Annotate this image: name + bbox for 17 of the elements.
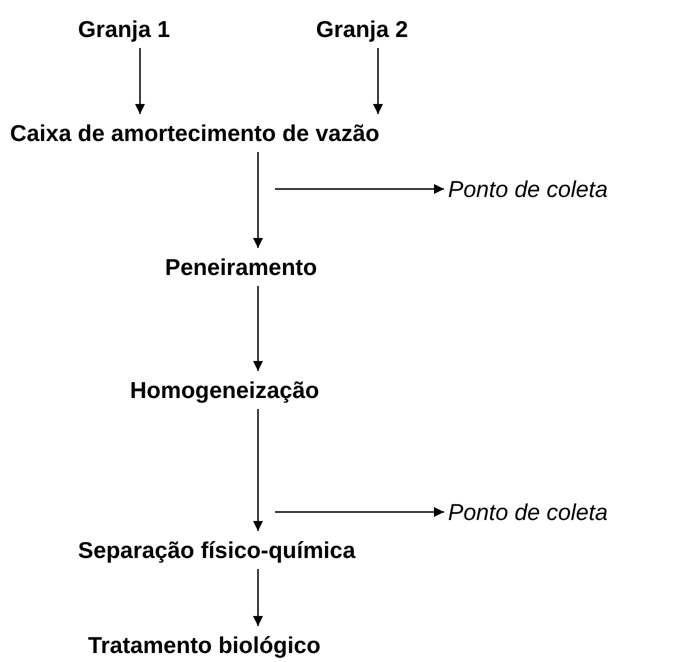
arrow	[135, 48, 145, 114]
process-step-label: Separação físico-química	[78, 537, 356, 563]
arrow	[253, 152, 263, 248]
arrow	[253, 569, 263, 626]
process-step-label: Caixa de amortecimento de vazão	[10, 120, 380, 146]
sampling-point-label: Ponto de coleta	[448, 499, 608, 525]
process-step-label: Homogeneização	[130, 377, 320, 403]
arrow	[373, 48, 383, 114]
arrow	[253, 409, 263, 531]
sampling-point-label: Ponto de coleta	[448, 176, 608, 202]
process-step-label: Peneiramento	[165, 254, 318, 280]
process-step-label: Granja 2	[316, 16, 408, 42]
arrow	[253, 286, 263, 371]
arrow	[275, 184, 444, 194]
process-step-label: Tratamento biológico	[88, 632, 321, 658]
process-step-label: Granja 1	[78, 16, 170, 42]
arrow	[275, 507, 444, 517]
